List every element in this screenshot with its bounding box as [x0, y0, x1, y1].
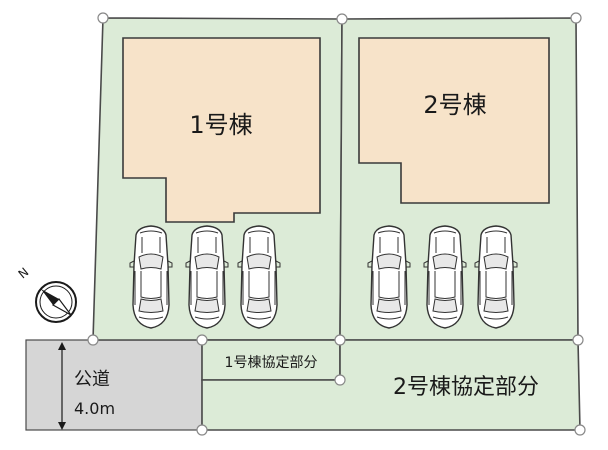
car-icon: [474, 225, 518, 329]
building-1-label: 1号棟: [189, 111, 252, 139]
boundary-marker: [196, 334, 208, 346]
building-1: [122, 37, 321, 223]
boundary-marker: [570, 12, 582, 24]
shared-area-1-label: 1号棟協定部分: [225, 355, 318, 371]
building-2-label: 2号棟: [423, 91, 486, 119]
boundary-marker: [334, 334, 346, 346]
boundary-marker: [196, 424, 208, 436]
public-road: [25, 339, 203, 431]
boundary-marker: [572, 334, 584, 346]
road-width-label: 4.0m: [74, 399, 115, 418]
boundary-marker: [574, 424, 586, 436]
building-2: [358, 37, 550, 204]
boundary-marker: [87, 334, 99, 346]
road-label: 公道: [74, 369, 110, 390]
car-icon: [237, 225, 281, 329]
boundary-markers: [87, 12, 586, 436]
car-icon: [423, 225, 467, 329]
car-icon: [185, 225, 229, 329]
shared-area-2-label: 2号棟協定部分: [393, 375, 539, 400]
car-icon: [367, 225, 411, 329]
car-icon: [129, 225, 173, 329]
boundary-marker: [97, 12, 109, 24]
boundary-marker: [336, 13, 348, 25]
road-width-arrow: [58, 342, 66, 430]
compass-icon: [35, 281, 77, 323]
boundary-marker: [334, 374, 346, 386]
compass-north-label: N: [16, 265, 32, 281]
